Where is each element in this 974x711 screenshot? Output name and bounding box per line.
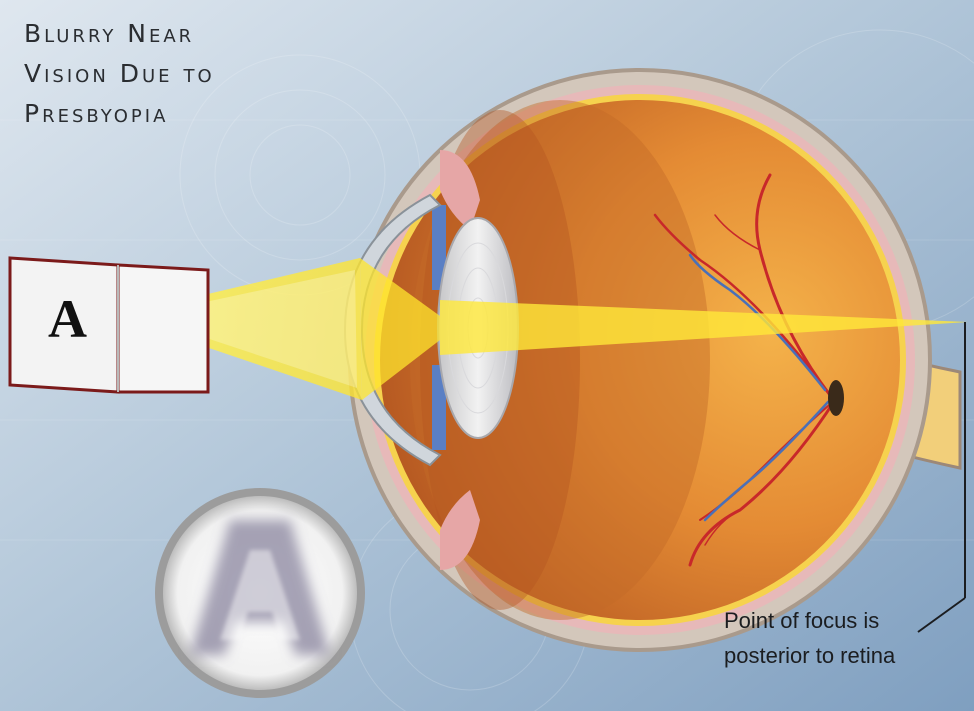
- title-line-2: Vision Due to: [24, 54, 215, 94]
- title-line-3: Presbyopia: [24, 94, 215, 134]
- focus-caption: Point of focus is posterior to retina: [724, 603, 895, 673]
- book-letter: A: [48, 289, 87, 349]
- title-line-1: Blurry Near: [24, 14, 215, 54]
- optic-disc: [828, 380, 844, 416]
- caption-line-2: posterior to retina: [724, 638, 895, 673]
- caption-line-1: Point of focus is: [724, 603, 895, 638]
- diagram-title: Blurry Near Vision Due to Presbyopia: [24, 14, 215, 134]
- book: [10, 258, 208, 392]
